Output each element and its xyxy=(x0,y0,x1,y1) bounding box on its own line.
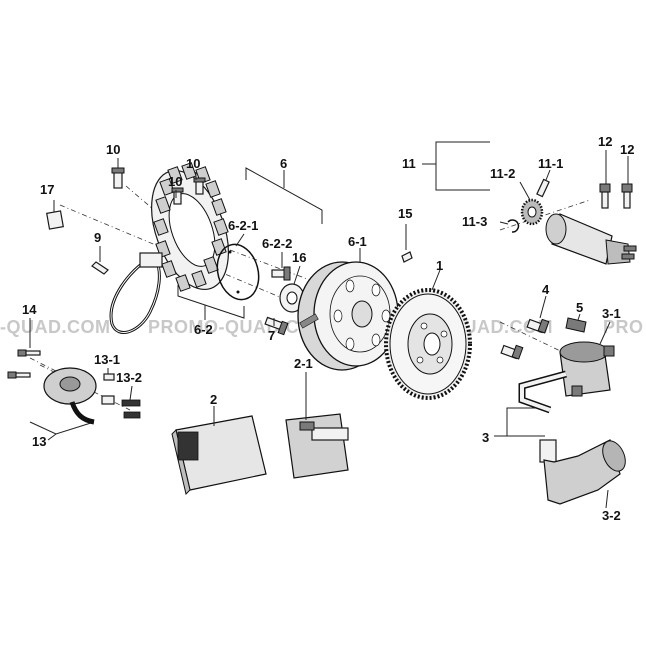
callout-2-1: 2-1 xyxy=(294,356,313,371)
starter-motor xyxy=(545,213,637,265)
callout-6-2: 6-2 xyxy=(194,322,213,337)
bolt xyxy=(599,183,611,209)
callout-13-2: 13-2 xyxy=(116,370,142,385)
pulse-generator xyxy=(43,367,97,425)
bracket-line-6-2 xyxy=(177,285,245,319)
ignition-coil xyxy=(559,341,615,397)
ht-lead-inner xyxy=(520,372,567,412)
callout-4: 4 xyxy=(542,282,550,297)
callout-3: 3 xyxy=(482,430,489,445)
bolt xyxy=(271,266,291,281)
callout-11: 11 xyxy=(402,156,416,171)
screw xyxy=(193,177,206,195)
flywheel-rotor xyxy=(297,261,399,371)
callout-2: 2 xyxy=(210,392,217,407)
callout-3-1: 3-1 xyxy=(602,306,621,321)
clamp-plate xyxy=(46,210,64,230)
watermark-text: PRO xyxy=(603,317,644,337)
bracket-line-13 xyxy=(29,421,95,435)
callout-6-2-1: 6-2-1 xyxy=(228,218,258,233)
starter-ring-gear xyxy=(384,288,472,400)
bolt xyxy=(17,349,41,357)
callout-9: 9 xyxy=(94,230,101,245)
bracket-line-6 xyxy=(245,167,323,224)
bolt xyxy=(621,183,633,209)
callout-6: 6 xyxy=(280,156,287,171)
bolt xyxy=(526,318,550,334)
leader-line xyxy=(47,433,57,441)
bracket-line-3 xyxy=(506,407,545,437)
gasket-dot xyxy=(228,250,232,254)
pin xyxy=(536,178,550,198)
callout-15: 15 xyxy=(398,206,412,221)
callout-10: 10 xyxy=(186,156,200,171)
woodruff-key xyxy=(401,251,413,263)
terminal-connector xyxy=(101,373,115,405)
callout-14: 14 xyxy=(22,302,37,317)
wire-harness-inner xyxy=(110,257,160,334)
wire-clamp xyxy=(91,261,109,275)
o-ring-gasket xyxy=(216,243,260,301)
callout-13-1: 13-1 xyxy=(94,352,120,367)
gasket-dot xyxy=(236,290,240,294)
callout-5: 5 xyxy=(576,300,583,315)
callout-11-1: 11-1 xyxy=(538,156,563,171)
centerline xyxy=(499,199,591,231)
watermark-text: -QUAD.COM xyxy=(0,317,111,337)
callout-11-2: 11-2 xyxy=(490,166,515,181)
callout-13: 13 xyxy=(32,434,46,449)
callout-1: 1 xyxy=(436,258,443,273)
nut-hole xyxy=(286,291,298,305)
connector xyxy=(139,252,163,268)
cdi-unit xyxy=(171,415,267,495)
callout-17: 17 xyxy=(40,182,54,197)
spark-plug-cap xyxy=(539,439,626,505)
callout-12: 12 xyxy=(598,134,612,149)
bracket-clip xyxy=(565,317,587,333)
bolt xyxy=(7,371,31,379)
callout-3-2: 3-2 xyxy=(602,508,621,523)
callout-6-1: 6-1 xyxy=(348,234,367,249)
bolt xyxy=(500,344,524,360)
screw xyxy=(111,167,125,189)
callout-7: 7 xyxy=(268,328,275,343)
callout-16: 16 xyxy=(292,250,306,265)
leader-lines xyxy=(29,150,629,509)
terminal-pins xyxy=(121,399,141,419)
circlip xyxy=(507,219,520,233)
voltage-regulator xyxy=(285,413,349,479)
callout-6-2-2: 6-2-2 xyxy=(262,236,292,251)
callout-10: 10 xyxy=(168,174,182,189)
screw xyxy=(171,187,184,205)
callout-11-3: 11-3 xyxy=(462,214,487,229)
bracket-line-11 xyxy=(435,141,490,191)
centerline xyxy=(29,357,67,377)
starter-pinion-gear xyxy=(520,198,544,226)
callout-12: 12 xyxy=(620,142,634,157)
callout-10: 10 xyxy=(106,142,120,157)
